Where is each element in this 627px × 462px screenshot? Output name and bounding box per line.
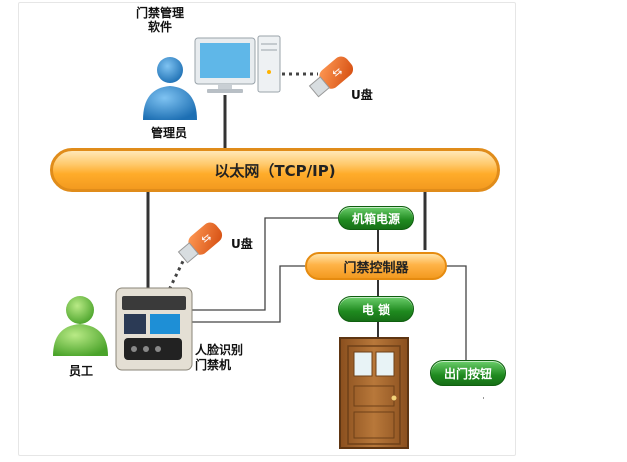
power-supply-label: 机箱电源 — [351, 211, 400, 226]
electric-lock-node: 电 锁 — [338, 296, 414, 322]
exit-button-node: 出门按钮 — [430, 360, 506, 386]
admin-label: 管理员 — [151, 126, 188, 140]
admin-person-icon — [143, 57, 197, 120]
usb-top-label: U盘 — [351, 88, 373, 102]
line-terminal-controller — [192, 265, 305, 323]
power-supply-node: 机箱电源 — [338, 206, 414, 230]
line-terminal-power — [192, 217, 338, 311]
electric-lock-label: 电 锁 — [361, 302, 391, 317]
access-controller-label: 门禁控制器 — [343, 260, 409, 276]
staff-label: 员工 — [69, 364, 94, 378]
face-terminal-label: 人脸识别 门禁机 — [195, 343, 244, 372]
line-controller-exit — [445, 265, 467, 360]
diagram-frame — [18, 2, 516, 456]
software-label: 门禁管理 软件 — [136, 6, 185, 34]
ethernet-label: 以太网（TCP/IP) — [214, 161, 336, 180]
exit-button-label: 出门按钮 — [443, 366, 492, 381]
usb-mid-label: U盘 — [231, 237, 253, 251]
ethernet-bus: 以太网（TCP/IP) — [50, 148, 500, 192]
staff-person-icon — [53, 296, 108, 356]
access-controller-node: 门禁控制器 — [305, 252, 447, 280]
